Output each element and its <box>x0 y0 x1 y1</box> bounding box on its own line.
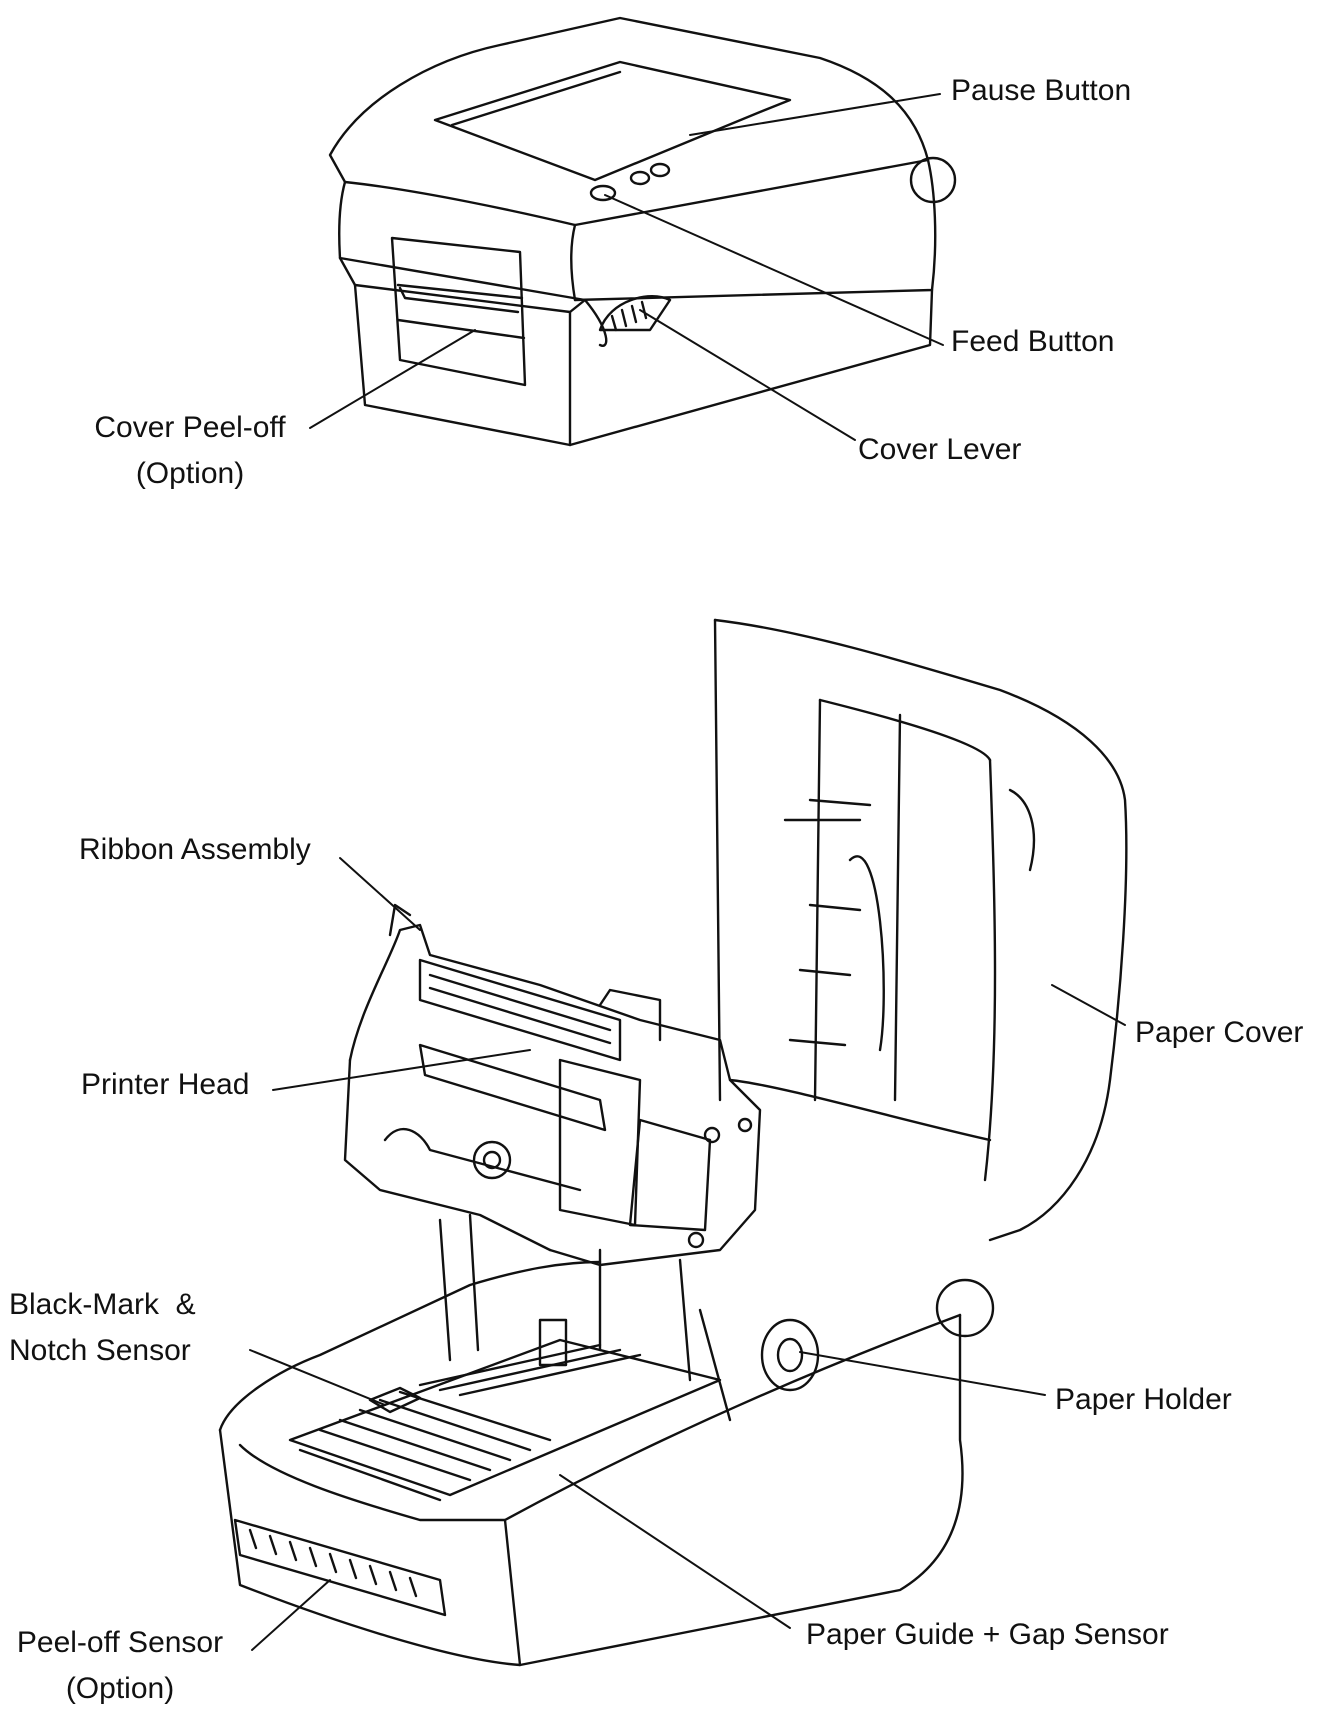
label-feed-button: Feed Button <box>951 325 1115 358</box>
label-cover-lever: Cover Lever <box>858 433 1022 466</box>
label-cover-peel-off-line2: (Option) <box>135 457 245 490</box>
closed-printer-drawing <box>328 16 957 447</box>
leader-lines <box>249 93 1126 1651</box>
label-peel-off-sensor: Peel-off Sensor (Option) <box>5 1620 235 1712</box>
label-black-mark-line2: Notch Sensor <box>9 1334 191 1367</box>
leader-paper-guide <box>559 1474 791 1629</box>
leader-cover-peel-off <box>309 329 476 429</box>
label-paper-cover: Paper Cover <box>1135 1016 1304 1049</box>
label-black-mark-notch-sensor: Black-Mark & Notch Sensor <box>9 1282 196 1374</box>
leader-black-mark <box>249 1349 386 1406</box>
open-printer-drawing <box>218 618 1128 1667</box>
label-paper-holder: Paper Holder <box>1055 1383 1232 1416</box>
label-black-mark-line1: Black-Mark & <box>9 1288 196 1321</box>
leader-peel-off-sensor <box>251 1579 331 1651</box>
label-cover-peel-off-line1: Cover Peel-off <box>94 411 286 444</box>
label-printer-head: Printer Head <box>81 1068 250 1101</box>
leader-printer-head <box>272 1049 531 1091</box>
label-cover-peel-off: Cover Peel-off (Option) <box>65 405 315 497</box>
label-peel-off-sensor-line1: Peel-off Sensor <box>16 1626 224 1659</box>
leader-pause-button <box>689 93 941 136</box>
leader-ribbon-assembly <box>339 857 421 931</box>
label-peel-off-sensor-line2: (Option) <box>65 1672 175 1705</box>
leader-cover-lever <box>639 309 856 441</box>
leader-paper-cover <box>1051 984 1126 1026</box>
leader-feed-button <box>604 194 944 346</box>
leader-paper-holder <box>799 1351 1046 1396</box>
label-pause-button: Pause Button <box>951 74 1132 107</box>
label-paper-guide-gap-sensor: Paper Guide + Gap Sensor <box>806 1618 1169 1651</box>
label-ribbon-assembly: Ribbon Assembly <box>79 833 311 866</box>
